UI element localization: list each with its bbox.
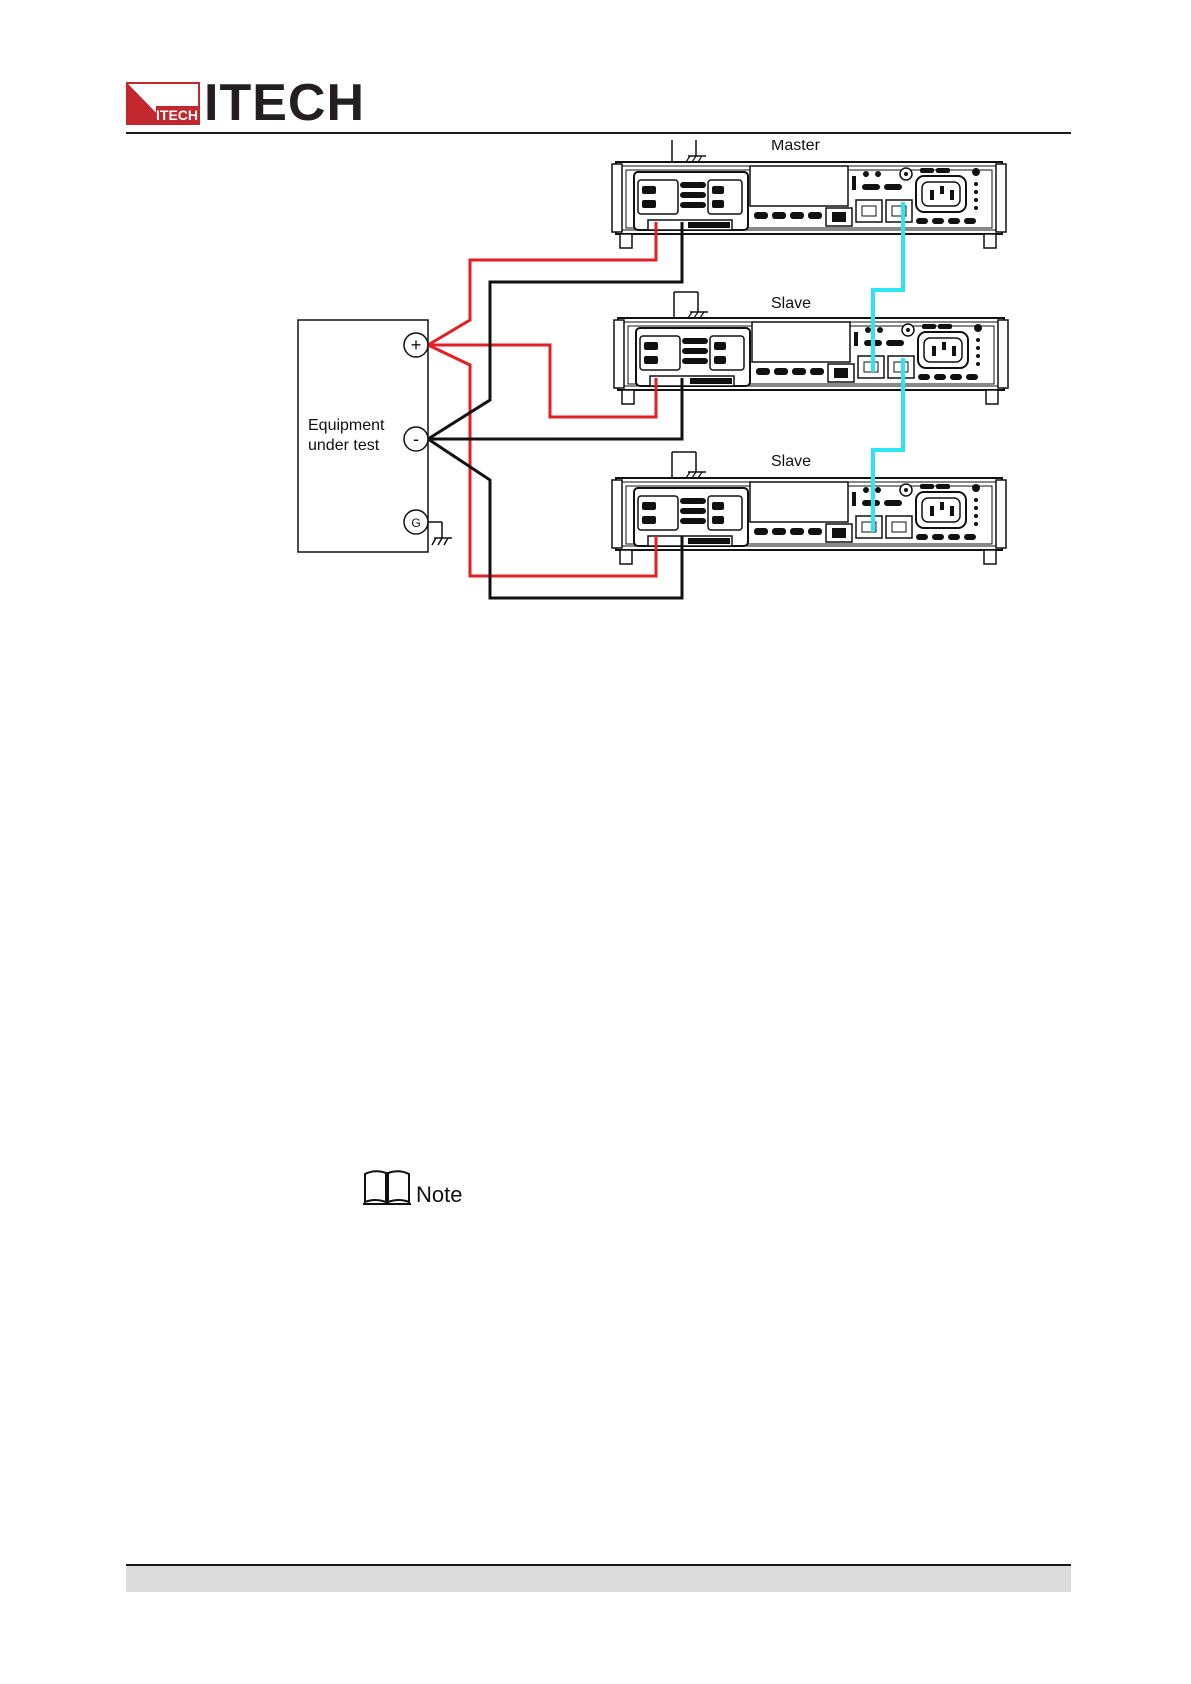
- slave-label-1: Slave: [771, 295, 811, 312]
- logo-mark-icon: ITECH: [126, 82, 200, 125]
- book-icon: [362, 1168, 412, 1206]
- note-callout: Note: [362, 1168, 462, 1206]
- eut-ground-symbol: [428, 522, 452, 545]
- ground-terminal-label: G: [411, 516, 420, 530]
- wiring-diagram: Equipment under test Master Slave Slave …: [290, 140, 1090, 660]
- eut-label-line1: Equipment: [308, 417, 385, 434]
- logo-word: ITECH: [204, 81, 365, 125]
- footer-bar: [126, 1566, 1071, 1592]
- note-label: Note: [416, 1184, 462, 1206]
- header-divider: [126, 132, 1071, 134]
- positive-terminal-label: +: [411, 335, 422, 355]
- slave-label-2: Slave: [771, 453, 811, 470]
- eut-label-line2: under test: [308, 437, 380, 454]
- master-label: Master: [771, 140, 821, 154]
- logo-mark-text: ITECH: [156, 107, 198, 123]
- master-unit: [612, 140, 1006, 248]
- itech-logo: ITECH ITECH: [126, 80, 365, 125]
- negative-terminal-label: -: [413, 429, 419, 449]
- page-header: ITECH ITECH: [126, 80, 1076, 132]
